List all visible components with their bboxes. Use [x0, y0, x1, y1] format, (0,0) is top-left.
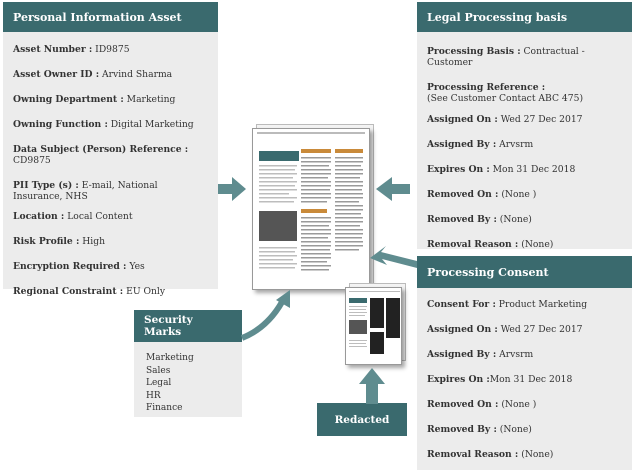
- security-mark-item: Marketing: [146, 353, 194, 363]
- security-marks-title: Security Marks: [134, 310, 242, 342]
- assigned-by-row: Assigned By : Arvsrm: [427, 349, 622, 360]
- removed-by-row: Removed By : (None): [427, 214, 622, 225]
- row-value: Arvsrm: [496, 139, 534, 150]
- row-label: Risk Profile :: [13, 236, 80, 247]
- assigned-by-row: Assigned By : Arvsrm: [427, 139, 622, 150]
- row-value: (None): [518, 239, 554, 250]
- owning-department-row: Owning Department : Marketing: [13, 94, 208, 105]
- row-label: Removed On :: [427, 399, 499, 410]
- row-label: Consent For :: [427, 299, 496, 310]
- security-marks-card: Security Marks Marketing Sales Legal HR …: [134, 310, 242, 417]
- processing-consent-card: Processing Consent Consent For : Product…: [417, 256, 632, 470]
- row-label: Assigned By :: [427, 139, 497, 150]
- row-value: Arvind Sharma: [99, 69, 173, 80]
- document-page-graphic: [257, 132, 365, 271]
- row-value: E-mail, National Insurance, NHS: [13, 180, 158, 202]
- row-value: (See Customer Contact ABC 475): [427, 93, 584, 104]
- removed-on-row: Removed On : (None ): [427, 189, 622, 200]
- row-value: Arvsrm: [496, 349, 534, 360]
- security-mark-item: Finance: [146, 403, 183, 414]
- redacted-label: Redacted: [317, 403, 407, 436]
- main-document-thumbnail: [252, 128, 370, 290]
- assigned-on-row: Assigned On : Wed 27 Dec 2017: [427, 114, 622, 125]
- removed-by-row: Removed By : (None): [427, 424, 622, 435]
- security-mark-item: HR: [146, 390, 161, 401]
- row-value: (None): [496, 214, 532, 225]
- assigned-on-row: Assigned On : Wed 27 Dec 2017: [427, 324, 622, 335]
- arrow-up-icon: [359, 368, 385, 404]
- row-value: (None): [518, 449, 554, 460]
- row-label: Regional Constraint :: [13, 286, 124, 297]
- removal-reason-row: Removal Reason : (None): [427, 239, 622, 250]
- row-label: Expires On :: [427, 164, 490, 175]
- row-value: Yes: [126, 261, 145, 272]
- risk-profile-row: Risk Profile : High: [13, 236, 208, 247]
- arrow-left-icon: [376, 177, 410, 201]
- row-value: Mon 31 Dec 2018: [489, 164, 576, 175]
- row-label: Processing Basis :: [427, 46, 521, 57]
- row-value: Digital Marketing: [107, 119, 194, 130]
- row-value: Contractual -Customer: [427, 46, 585, 68]
- personal-information-asset-card: Personal Information Asset Asset Number …: [3, 2, 218, 297]
- row-label: Expires On :: [427, 374, 490, 385]
- row-value: (None ): [498, 189, 537, 200]
- consent-for-row: Consent For : Product Marketing: [427, 299, 622, 310]
- processing-consent-title: Processing Consent: [417, 256, 632, 288]
- row-label: Owning Function :: [13, 119, 108, 130]
- row-value: CD9875: [13, 155, 51, 166]
- expires-on-row: Expires On : Mon 31 Dec 2018: [427, 164, 622, 175]
- row-value: (None): [496, 424, 532, 435]
- expires-on-row: Expires On :Mon 31 Dec 2018: [427, 374, 622, 385]
- redacted-document-thumbnail: [345, 287, 402, 365]
- row-value: ID9875: [92, 44, 130, 55]
- asset-owner-row: Asset Owner ID : Arvind Sharma: [13, 69, 208, 80]
- row-label: Removal Reason :: [427, 449, 519, 460]
- row-label: Assigned On :: [427, 324, 498, 335]
- legal-processing-basis-title: Legal Processing basis: [417, 2, 632, 32]
- encryption-required-row: Encryption Required : Yes: [13, 261, 208, 272]
- row-value: Wed 27 Dec 2017: [497, 114, 583, 125]
- row-label: Removed By :: [427, 424, 497, 435]
- row-label: Assigned On :: [427, 114, 498, 125]
- row-label: Removed By :: [427, 214, 497, 225]
- row-value: High: [79, 236, 106, 247]
- processing-reference-row: Processing Reference :(See Customer Cont…: [427, 82, 622, 104]
- arrow-right-icon: [218, 177, 246, 201]
- arrow-curved-icon: [240, 300, 285, 341]
- row-label: Asset Owner ID :: [13, 69, 100, 80]
- row-value: Local Content: [64, 211, 133, 222]
- security-mark-item: Sales: [146, 365, 171, 376]
- row-label: Data Subject (Person) Reference :: [13, 144, 189, 155]
- row-label: Owning Department :: [13, 94, 124, 105]
- removal-reason-row: Removal Reason : (None): [427, 449, 622, 460]
- row-label: Removed On :: [427, 189, 499, 200]
- pii-type-row: PII Type (s) : E-mail, National Insuranc…: [13, 180, 208, 202]
- regional-constraint-row: Regional Constraint : EU Only: [13, 286, 208, 297]
- processing-basis-row: Processing Basis : Contractual -Customer: [427, 46, 622, 68]
- row-label: Assigned By :: [427, 349, 497, 360]
- data-subject-row: Data Subject (Person) Reference : CD9875: [13, 144, 208, 166]
- row-label: Removal Reason :: [427, 239, 519, 250]
- legal-processing-basis-card: Legal Processing basis Processing Basis …: [417, 2, 632, 250]
- arrow-curved-head-icon: [276, 290, 290, 308]
- row-value: EU Only: [123, 286, 166, 297]
- arrow-diagonal-icon: [370, 246, 417, 268]
- row-label: Encryption Required :: [13, 261, 127, 272]
- row-value: Wed 27 Dec 2017: [497, 324, 583, 335]
- row-value: Marketing: [123, 94, 176, 105]
- owning-function-row: Owning Function : Digital Marketing: [13, 119, 208, 130]
- row-value: Product Marketing: [495, 299, 588, 310]
- row-label: Asset Number :: [13, 44, 93, 55]
- row-label: PII Type (s) :: [13, 180, 79, 191]
- location-row: Location : Local Content: [13, 211, 208, 222]
- security-mark-item: Legal: [146, 378, 172, 389]
- row-value: Mon 31 Dec 2018: [489, 374, 573, 385]
- personal-information-asset-title: Personal Information Asset: [3, 2, 218, 32]
- removed-on-row: Removed On : (None ): [427, 399, 622, 410]
- row-label: Processing Reference :: [427, 82, 546, 93]
- row-value: (None ): [498, 399, 537, 410]
- row-label: Location :: [13, 211, 65, 222]
- redacted-page-graphic: [349, 291, 400, 354]
- asset-number-row: Asset Number : ID9875: [13, 44, 208, 55]
